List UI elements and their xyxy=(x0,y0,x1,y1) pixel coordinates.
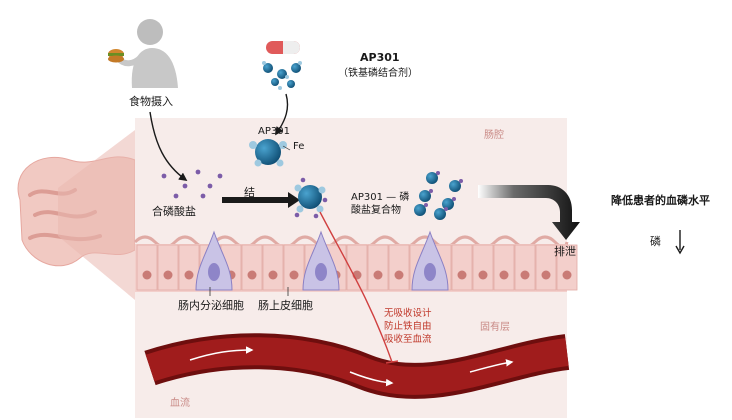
lumen-label: 肠腔 xyxy=(484,130,504,141)
epithelial-cell xyxy=(472,244,494,291)
enteroendocrine-label: 肠内分泌细胞 xyxy=(178,299,244,312)
complex-label-line1: AP301 — 磷 xyxy=(351,192,410,203)
epithelial-label: 肠上皮细胞 xyxy=(258,299,313,312)
cell-nucleus xyxy=(373,270,383,280)
ap301-molecule xyxy=(249,139,291,167)
cell-nucleus xyxy=(142,270,152,280)
cell-nucleus xyxy=(163,270,173,280)
cell-nucleus xyxy=(457,270,467,280)
binding-label: 结 xyxy=(244,186,255,199)
cell-nucleus xyxy=(184,270,194,280)
non-absorb-line1: 无吸收设计 xyxy=(384,308,432,319)
epithelial-cell xyxy=(493,244,515,291)
complex-molecule xyxy=(426,172,438,184)
bound-phosphate xyxy=(429,189,433,193)
epithelial-cell xyxy=(262,244,284,291)
ap301-label: AP301 xyxy=(258,126,290,137)
zoom-wedge xyxy=(58,130,135,300)
complex-molecule xyxy=(414,204,426,216)
complex-molecule xyxy=(434,208,446,220)
complex-molecule xyxy=(419,190,431,202)
epithelial-cell xyxy=(283,244,305,291)
blood-flow-label: 血流 xyxy=(170,398,190,409)
person-eating-icon xyxy=(108,19,178,88)
fe-label: Fe xyxy=(293,141,305,152)
epithelial-cell xyxy=(367,244,389,291)
excretion-arrow xyxy=(478,185,580,240)
cell-nucleus xyxy=(562,270,572,280)
phosphorus-label: 磷 xyxy=(650,235,661,248)
absorption-block-line xyxy=(319,211,399,364)
epithelial-cell xyxy=(178,244,200,291)
intestine-illustration xyxy=(17,130,136,300)
cell-nucleus xyxy=(247,270,257,280)
phosphate-label: 合磷酸盐 xyxy=(152,205,196,218)
excretion-label: 排泄 xyxy=(554,245,576,258)
pill-icon xyxy=(266,41,300,54)
non-absorb-line2: 防止铁自由 xyxy=(384,321,432,332)
bound-phosphate xyxy=(459,179,463,183)
bound-phosphate xyxy=(452,197,456,201)
epithelial-cell xyxy=(514,244,536,291)
epithelial-cell xyxy=(346,244,368,291)
non-absorb-note: 无吸收设计 防止铁自由 吸收至血流 xyxy=(384,307,432,346)
blood-vessel xyxy=(144,333,570,399)
cell-nucleus xyxy=(394,270,404,280)
enteroendocrine-cell xyxy=(302,230,340,291)
complex-cluster xyxy=(414,171,463,220)
bound-phosphate xyxy=(444,207,448,211)
food-arrow xyxy=(149,111,188,181)
enteroendocrine-cell xyxy=(195,230,233,291)
bound-complex xyxy=(294,177,328,219)
outcome-label: 降低患者的血磷水平 xyxy=(611,194,710,207)
complex-label-line2: 酸盐复合物 xyxy=(351,205,401,216)
phosphate-particles xyxy=(161,169,223,199)
cell-nucleus xyxy=(268,270,278,280)
epithelial-cell xyxy=(157,244,179,291)
food-intake-label: 食物摄入 xyxy=(129,95,173,108)
bound-phosphate xyxy=(424,203,428,207)
drug-name: AP301 xyxy=(360,51,400,64)
epithelial-cell xyxy=(241,244,263,291)
cell-nucleus xyxy=(541,270,551,280)
cell-nucleus xyxy=(478,270,488,280)
epithelial-cell xyxy=(136,244,158,291)
epithelial-cell xyxy=(388,244,410,291)
bound-phosphate xyxy=(436,171,440,175)
drug-description: （铁基磷结合剂） xyxy=(338,68,418,79)
epithelial-cell xyxy=(535,244,557,291)
down-arrow-icon xyxy=(675,230,685,255)
ap301-molecule-cluster xyxy=(262,61,302,90)
dose-arrow xyxy=(275,93,289,136)
cell-nucleus xyxy=(499,270,509,280)
enteroendocrine-cell xyxy=(411,230,449,291)
complex-molecule xyxy=(442,198,454,210)
complex-molecule xyxy=(449,180,461,192)
non-absorb-line3: 吸收至血流 xyxy=(384,334,432,345)
epithelium-layer xyxy=(133,230,578,296)
epithelial-cell xyxy=(556,244,578,291)
cell-nucleus xyxy=(289,270,299,280)
epithelial-cell xyxy=(451,244,473,291)
lamina-propria-label: 固有层 xyxy=(480,322,510,333)
cell-nucleus xyxy=(520,270,530,280)
